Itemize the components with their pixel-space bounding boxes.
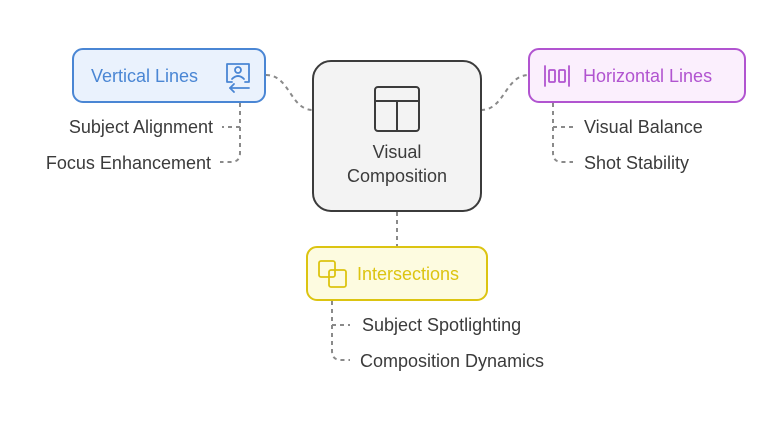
intersections-item-1: Subject Spotlighting — [362, 315, 521, 335]
align-center-icon — [544, 65, 570, 87]
intersections-item-2: Composition Dynamics — [360, 351, 544, 371]
horizontal-item-1: Visual Balance — [584, 117, 703, 137]
vertical-lines-box — [72, 48, 266, 103]
center-title-line2: Composition — [347, 166, 447, 186]
connector-center-horizontal — [480, 74, 530, 111]
center-title-line1: Visual — [373, 142, 422, 162]
vertical-lines-node: Vertical Lines — [72, 48, 266, 103]
horizontal-lines-box — [528, 48, 746, 103]
connector-center-vertical — [265, 74, 314, 111]
intersections-node: Intersections — [306, 246, 488, 301]
vertical-item-2: Focus Enhancement — [46, 153, 211, 173]
center-node-box — [312, 60, 482, 212]
connector-vertical-items — [220, 103, 241, 163]
intersections-box — [306, 246, 488, 301]
connectors — [220, 74, 573, 361]
connector-horizontal-items — [552, 103, 573, 163]
vertical-item-1: Subject Alignment — [69, 117, 213, 137]
horizontal-lines-node: Horizontal Lines — [528, 48, 746, 103]
horizontal-item-2: Shot Stability — [584, 153, 689, 173]
layout-icon — [374, 86, 420, 132]
connector-intersections-items — [331, 301, 350, 361]
center-node: Visual Composition — [312, 60, 482, 212]
vertical-lines-label: Vertical Lines — [91, 66, 198, 86]
overlap-squares-icon — [318, 260, 347, 288]
portrait-user-icon — [226, 63, 250, 93]
intersections-label: Intersections — [357, 264, 459, 284]
horizontal-lines-label: Horizontal Lines — [583, 66, 712, 86]
